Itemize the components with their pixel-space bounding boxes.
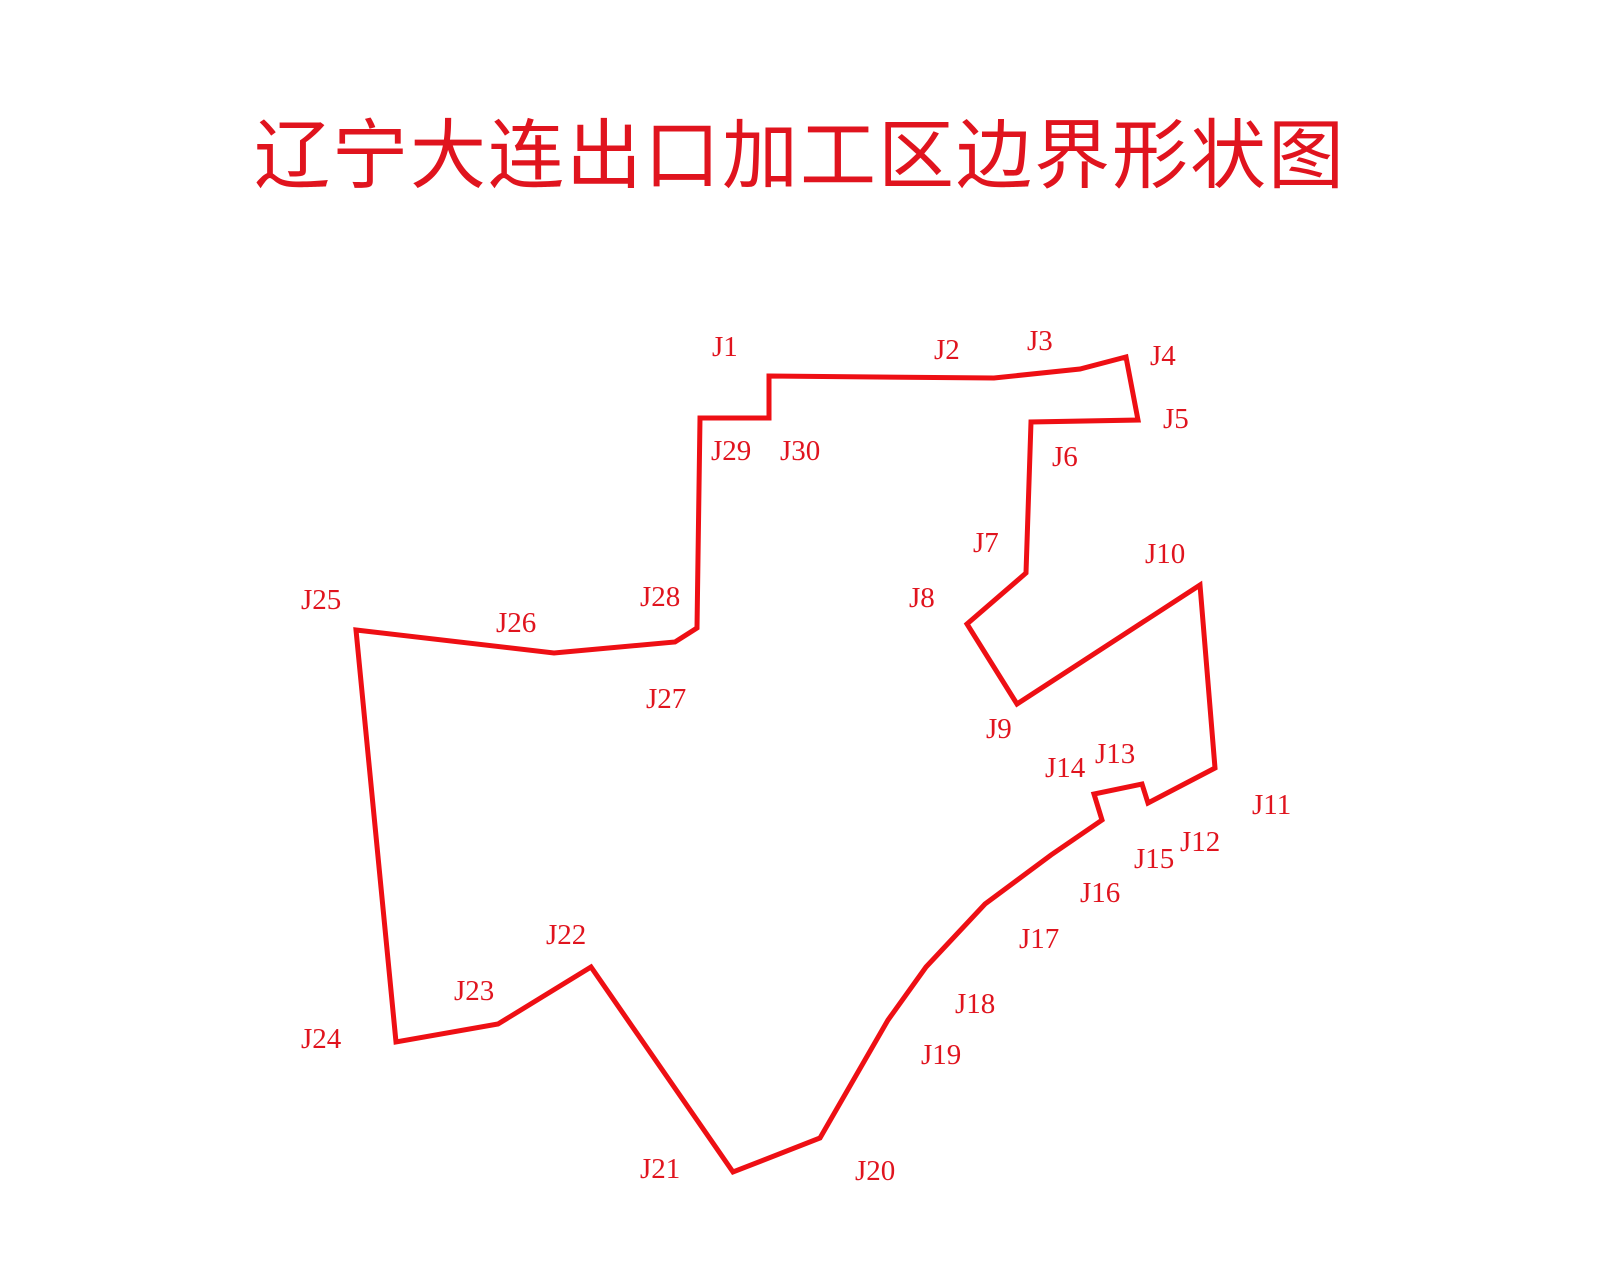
- boundary-outline: [353, 353, 1218, 1176]
- point-label-j16: J16: [1080, 877, 1120, 909]
- point-label-j20: J20: [855, 1155, 895, 1187]
- point-label-j11: J11: [1252, 789, 1291, 821]
- point-label-j6: J6: [1052, 441, 1078, 473]
- point-label-j24: J24: [301, 1023, 342, 1055]
- point-label-j3: J3: [1027, 325, 1053, 357]
- point-label-j21: J21: [640, 1153, 680, 1185]
- point-label-j18: J18: [955, 988, 995, 1020]
- point-label-j29: J29: [711, 435, 751, 467]
- point-label-j9: J9: [986, 713, 1012, 745]
- point-label-j7: J7: [973, 527, 999, 559]
- point-label-j1: J1: [712, 331, 738, 363]
- point-label-j13: J13: [1095, 738, 1135, 770]
- point-label-j25: J25: [301, 584, 341, 616]
- point-label-j22: J22: [546, 919, 586, 951]
- map-title: 辽宁大连出口加工区边界形状图: [254, 111, 1346, 200]
- point-label-j8: J8: [909, 582, 935, 614]
- point-label-j14: J14: [1045, 752, 1086, 784]
- point-label-j27: J27: [646, 683, 686, 715]
- point-label-j4: J4: [1150, 340, 1176, 372]
- point-label-j30: J30: [780, 435, 820, 467]
- point-label-j10: J10: [1145, 538, 1185, 570]
- point-label-j15: J15: [1134, 843, 1174, 875]
- point-label-j5: J5: [1163, 403, 1189, 435]
- point-label-j12: J12: [1180, 826, 1220, 858]
- point-label-j19: J19: [921, 1039, 961, 1071]
- point-label-j26: J26: [496, 607, 536, 639]
- point-label-j23: J23: [454, 975, 494, 1007]
- point-label-j28: J28: [640, 581, 680, 613]
- point-label-j2: J2: [934, 334, 960, 366]
- point-label-j17: J17: [1019, 923, 1059, 955]
